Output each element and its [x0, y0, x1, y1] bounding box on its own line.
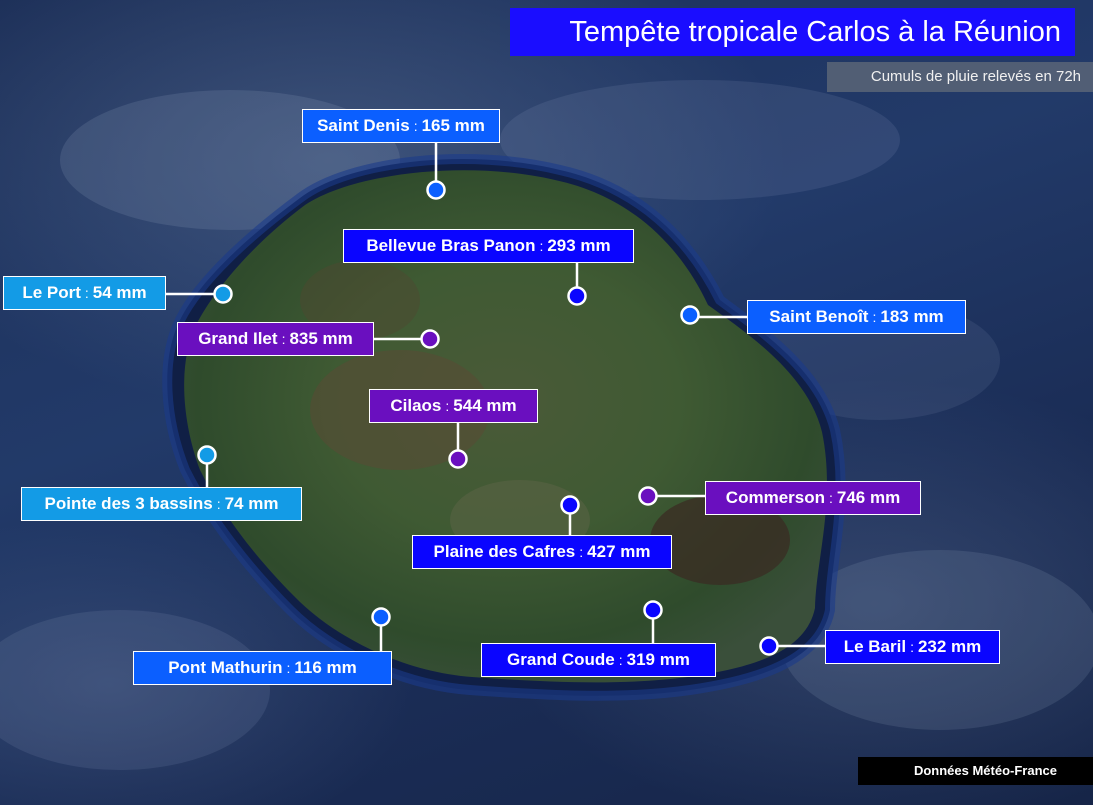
rainfall-value: 54 mm	[92, 283, 147, 302]
cloud-shape	[500, 80, 900, 200]
data-credit: Données Météo-France	[858, 757, 1093, 785]
rainfall-value: 319 mm	[626, 650, 690, 669]
station-marker-bellevue-bras-panon[interactable]	[567, 286, 587, 306]
station-marker-pont-mathurin[interactable]	[371, 607, 391, 627]
station-label-pointe-des-3-bassins: Pointe des 3 bassins:74 mm	[21, 487, 302, 521]
separator: :	[84, 285, 89, 301]
station-label-grand-ilet: Grand Ilet:835 mm	[177, 322, 374, 356]
map-subtitle: Cumuls de pluie relevés en 72h	[827, 62, 1093, 92]
cloud-shape	[0, 610, 270, 770]
rainfall-value: 544 mm	[453, 396, 517, 415]
station-name: Le Baril	[843, 637, 907, 656]
station-label-saint-denis: Saint Denis:165 mm	[302, 109, 500, 143]
station-marker-grand-coude[interactable]	[643, 600, 663, 620]
station-label-pont-mathurin: Pont Mathurin:116 mm	[133, 651, 392, 685]
station-name: Pont Mathurin	[168, 658, 283, 677]
separator: :	[413, 118, 418, 134]
volcano-relief	[650, 495, 790, 585]
rainfall-value: 165 mm	[421, 116, 485, 135]
station-name: Grand Ilet	[198, 329, 278, 348]
station-name: Saint Denis	[317, 116, 410, 135]
station-name: Cilaos	[390, 396, 442, 415]
marker-layer	[197, 180, 779, 656]
station-name: Commerson	[725, 488, 825, 507]
separator: :	[216, 496, 221, 512]
separator: :	[286, 660, 291, 676]
rainfall-value: 116 mm	[294, 658, 357, 677]
cirque-relief	[300, 260, 420, 340]
station-label-commerson: Commerson:746 mm	[705, 481, 921, 515]
station-marker-le-port[interactable]	[213, 284, 233, 304]
station-name: Grand Coude	[507, 650, 615, 669]
station-label-saint-benoit: Saint Benoît:183 mm	[747, 300, 966, 334]
station-name: Bellevue Bras Panon	[366, 236, 536, 255]
station-name: Plaine des Cafres	[433, 542, 576, 561]
station-name: Saint Benoît	[769, 307, 869, 326]
rainfall-value: 183 mm	[880, 307, 944, 326]
map-title: Tempête tropicale Carlos à la Réunion	[510, 8, 1075, 56]
separator: :	[910, 639, 914, 655]
station-marker-saint-denis[interactable]	[426, 180, 446, 200]
station-label-bellevue-bras-panon: Bellevue Bras Panon:293 mm	[343, 229, 634, 263]
station-marker-cilaos[interactable]	[448, 449, 468, 469]
rainfall-value: 427 mm	[587, 542, 651, 561]
rainfall-value: 835 mm	[289, 329, 353, 348]
station-marker-pointe-des-3-bassins[interactable]	[197, 445, 217, 465]
station-label-plaine-des-cafres: Plaine des Cafres:427 mm	[412, 535, 672, 569]
station-marker-plaine-des-cafres[interactable]	[560, 495, 580, 515]
station-name: Pointe des 3 bassins	[44, 494, 213, 513]
separator: :	[539, 238, 544, 254]
separator: :	[445, 398, 450, 414]
station-marker-grand-ilet[interactable]	[420, 329, 440, 349]
separator: :	[281, 331, 286, 347]
station-marker-saint-benoit[interactable]	[680, 305, 700, 325]
rainfall-value: 232 mm	[917, 637, 982, 656]
separator: :	[618, 652, 623, 668]
rainfall-value: 746 mm	[836, 488, 901, 507]
station-marker-le-baril[interactable]	[759, 636, 779, 656]
station-marker-commerson[interactable]	[638, 486, 658, 506]
station-label-cilaos: Cilaos:544 mm	[369, 389, 538, 423]
rainfall-value: 74 mm	[224, 494, 279, 513]
station-name: Le Port	[22, 283, 81, 302]
station-label-grand-coude: Grand Coude:319 mm	[481, 643, 716, 677]
connector-layer	[166, 143, 825, 651]
station-label-le-baril: Le Baril:232 mm	[825, 630, 1000, 664]
separator: :	[872, 309, 877, 325]
station-label-le-port: Le Port:54 mm	[3, 276, 166, 310]
separator: :	[579, 544, 584, 560]
rainfall-value: 293 mm	[547, 236, 611, 255]
separator: :	[828, 490, 833, 506]
